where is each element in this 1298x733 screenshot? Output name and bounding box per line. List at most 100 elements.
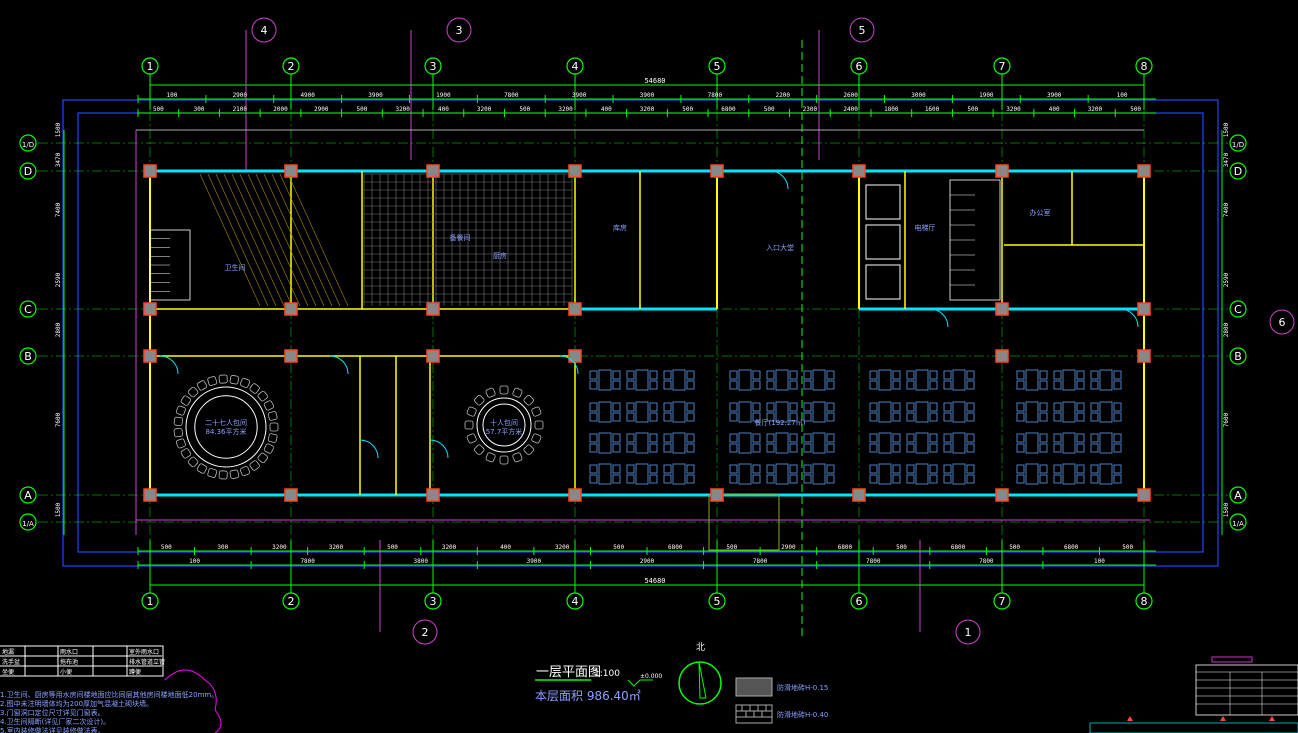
- elevator-shaft: [865, 224, 901, 260]
- dimension-text: 400: [601, 106, 612, 113]
- chair: [869, 464, 878, 474]
- axis-bubble: [19, 347, 37, 365]
- dimension-text: 3900: [368, 92, 383, 99]
- dimension-text: 2600: [843, 92, 858, 99]
- chair: [1076, 380, 1085, 390]
- chair: [663, 464, 672, 474]
- dimension-text: 3200: [558, 106, 573, 113]
- chair: [943, 370, 952, 380]
- dining-table-set: [906, 369, 938, 391]
- note-line: 1.卫生间、厨房等用水房间楼地面应比同层其他房间楼地面低20mm。: [0, 690, 218, 699]
- dimension-text: 500: [153, 106, 164, 113]
- chair: [766, 412, 775, 422]
- chair: [752, 370, 761, 380]
- chair: [1090, 370, 1099, 380]
- chair: [766, 370, 775, 380]
- dimension-text: 3470: [55, 152, 62, 167]
- chair: [789, 402, 798, 412]
- axis-label: 1/A: [1232, 520, 1244, 528]
- chair: [943, 402, 952, 412]
- dimension-text: 500: [1130, 106, 1141, 113]
- chair: [729, 474, 738, 484]
- dimension-text: 300: [217, 544, 228, 551]
- chair: [229, 469, 240, 479]
- chair: [649, 370, 658, 380]
- dining-table-set: [869, 432, 901, 454]
- structural-column: [995, 164, 1009, 178]
- dining-table: [1025, 401, 1039, 423]
- chair: [906, 380, 915, 390]
- dining-table: [598, 432, 612, 454]
- chair: [267, 433, 278, 443]
- room-name: 十人包间: [490, 418, 518, 427]
- table-top: [185, 386, 267, 468]
- chair: [612, 443, 621, 453]
- hatch-line: [287, 173, 349, 307]
- dining-table-set: [906, 401, 938, 423]
- structural-column: [995, 488, 1009, 502]
- dining-table: [775, 463, 789, 485]
- axis-bubble: [1229, 486, 1247, 504]
- chair: [187, 456, 199, 468]
- dimension-text: 7400: [1223, 202, 1230, 217]
- chair: [686, 433, 695, 443]
- dining-table-set: [943, 463, 975, 485]
- dining-table: [672, 463, 686, 485]
- room-name: 电梯厅: [915, 223, 936, 232]
- hatch-line: [263, 173, 325, 307]
- chair: [612, 380, 621, 390]
- chair: [752, 433, 761, 443]
- svg-text:防滑地砖H-0.15: 防滑地砖H-0.15: [777, 683, 828, 692]
- section-marker: [412, 619, 438, 645]
- dimension-text: 3000: [911, 92, 926, 99]
- chair: [869, 412, 878, 422]
- revision-cloud: [164, 669, 222, 733]
- section-marker-number: 5: [859, 24, 866, 37]
- chair: [1053, 433, 1062, 443]
- chair: [1090, 402, 1099, 412]
- dimension-text: 6800: [668, 544, 683, 551]
- chair: [943, 474, 952, 484]
- dining-table-set: [626, 432, 658, 454]
- room-name: 库房: [613, 223, 627, 232]
- chair: [589, 433, 598, 443]
- dimension-text: 2590: [55, 272, 62, 287]
- dimension-text: 100: [1094, 558, 1105, 565]
- chair: [626, 402, 635, 412]
- chair: [589, 474, 598, 484]
- chair: [892, 443, 901, 453]
- dining-table-set: [589, 401, 621, 423]
- dining-table: [1062, 369, 1076, 391]
- chair: [686, 443, 695, 453]
- chair: [766, 464, 775, 474]
- chair: [173, 416, 183, 427]
- chair: [729, 464, 738, 474]
- kitchen-tile-grid: [363, 173, 573, 306]
- dining-table-set: [1016, 369, 1048, 391]
- axis-label: 1: [147, 595, 154, 608]
- chair: [1039, 464, 1048, 474]
- chair: [485, 387, 496, 398]
- axis-label: 4: [572, 595, 579, 608]
- axis-label: 4: [572, 60, 579, 73]
- dimension-text: 500: [387, 544, 398, 551]
- dining-table-set: [1090, 463, 1122, 485]
- chair: [789, 464, 798, 474]
- axis-label: 8: [1141, 595, 1148, 608]
- chair: [263, 443, 274, 454]
- section-marker-number: 4: [261, 24, 268, 37]
- structural-column: [568, 164, 582, 178]
- chair: [892, 412, 901, 422]
- hatch-line: [215, 173, 277, 307]
- dimension-text: 6800: [838, 544, 853, 551]
- chair: [943, 433, 952, 443]
- chair: [686, 412, 695, 422]
- chair: [1053, 464, 1062, 474]
- floor-area: 本层面积 986.40㎡: [535, 689, 641, 703]
- chair: [589, 464, 598, 474]
- chair: [1053, 443, 1062, 453]
- dining-table-set: [943, 401, 975, 423]
- dining-table-set: [663, 463, 695, 485]
- structural-column: [284, 302, 298, 316]
- chair: [892, 402, 901, 412]
